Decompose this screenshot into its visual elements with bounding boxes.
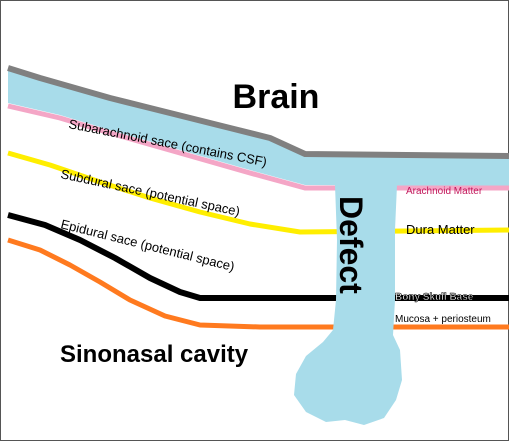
mucosa-periosteum-label: Mucosa + periosteum [395,314,491,325]
arachnoid-matter-label: Arachnoid Matter [406,186,483,197]
sinonasal-cavity-label: Sinonasal cavity [60,341,249,368]
bony-skull-base-label: Bony Skull Base [395,292,474,303]
brain-label: Brain [233,78,320,116]
dura-matter-label: Dura Matter [406,222,475,237]
defect-label: Defect [333,196,369,294]
